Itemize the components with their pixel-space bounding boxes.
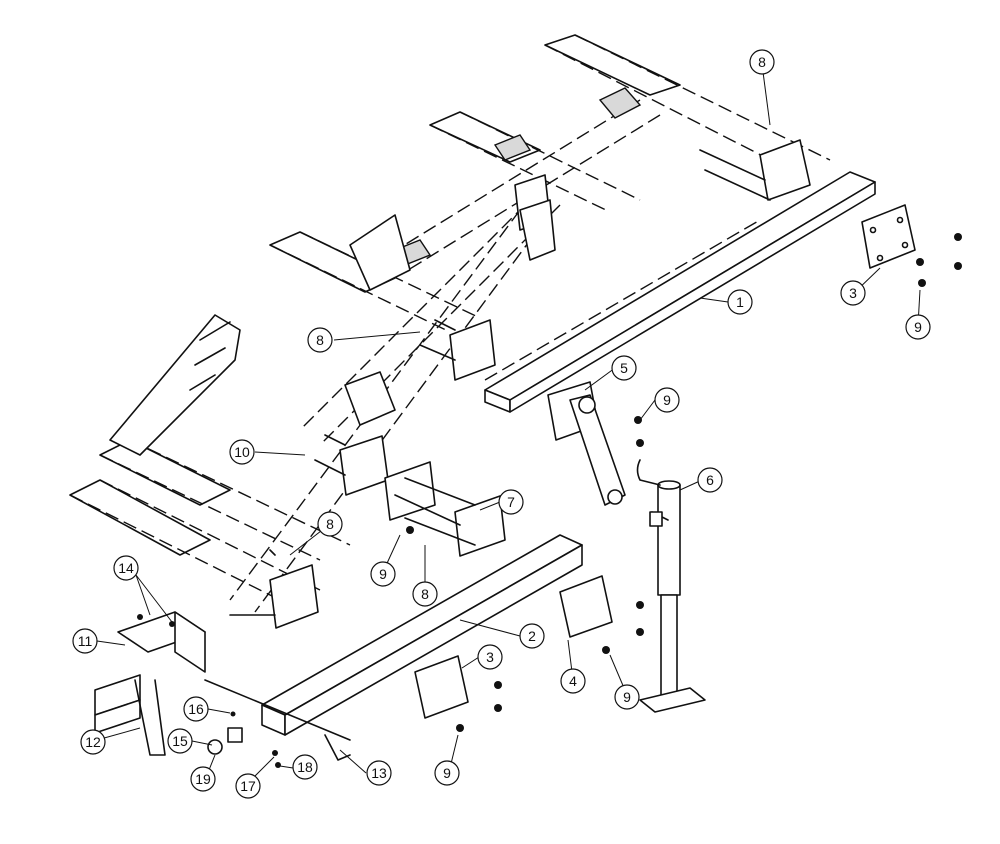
jack-stand-6 (636, 459, 706, 713)
callout-9-plate-4: 9 (614, 684, 640, 710)
callout-label: 12 (85, 734, 101, 750)
callout-label: 15 (172, 733, 188, 749)
callout-7: 7 (498, 489, 524, 515)
callout-14: 14 (113, 555, 139, 581)
callout-13: 13 (366, 760, 392, 786)
callout-5: 5 (611, 355, 637, 381)
callout-8-spacer: 8 (412, 581, 438, 607)
clamp-plate-3-lower (414, 655, 469, 719)
hex-nuts (406, 233, 962, 732)
callout-17: 17 (235, 773, 261, 799)
callout-12: 12 (80, 729, 106, 755)
callout-label: 8 (421, 586, 429, 602)
callout-10: 10 (229, 439, 255, 465)
callout-8-mid: 8 (307, 327, 333, 353)
callout-15: 15 (167, 728, 193, 754)
callout-2: 2 (519, 623, 545, 649)
callout-label: 3 (849, 285, 857, 301)
callout-label: 9 (443, 765, 451, 781)
callout-9-upper-right: 9 (905, 314, 931, 340)
mount-plates (229, 139, 811, 629)
callout-label: 9 (914, 319, 922, 335)
callout-19: 19 (190, 766, 216, 792)
callout-11: 11 (72, 628, 98, 654)
callout-label: 13 (371, 765, 387, 781)
callout-label: 8 (316, 332, 324, 348)
spacer-assembly-7 (384, 461, 506, 557)
callout-8-top: 8 (749, 49, 775, 75)
callout-3-upper: 3 (840, 280, 866, 306)
callout-18: 18 (292, 754, 318, 780)
callout-label: 2 (528, 628, 536, 644)
callout-label: 14 (118, 560, 134, 576)
callout-label: 3 (486, 649, 494, 665)
callout-9-lower-plate: 9 (434, 760, 460, 786)
jack-mount-5 (547, 381, 626, 506)
callout-1: 1 (727, 289, 753, 315)
callout-9-spacer: 9 (370, 561, 396, 587)
callout-label: 9 (663, 392, 671, 408)
callout-9-jack-mount: 9 (654, 387, 680, 413)
tube-2 (261, 534, 583, 736)
clamp-plate-3-upper (861, 204, 916, 269)
callout-label: 8 (758, 54, 766, 70)
callout-label: 6 (706, 472, 714, 488)
callout-label: 18 (297, 759, 313, 775)
callout-label: 10 (234, 444, 250, 460)
callout-label: 17 (240, 778, 256, 794)
callout-8-lower: 8 (317, 511, 343, 537)
toolbar-frame (69, 34, 831, 613)
callout-label: 9 (379, 566, 387, 582)
callout-16: 16 (183, 696, 209, 722)
hitch-assembly (94, 611, 351, 768)
callout-label: 5 (620, 360, 628, 376)
callout-label: 7 (507, 494, 515, 510)
callout-3-lower: 3 (477, 644, 503, 670)
callout-label: 19 (195, 771, 211, 787)
callout-label: 8 (326, 516, 334, 532)
callout-label: 11 (78, 633, 93, 649)
callout-label: 1 (736, 294, 744, 310)
clamp-plate-4 (559, 575, 613, 638)
callout-4: 4 (560, 668, 586, 694)
callout-label: 4 (569, 673, 577, 689)
callout-label: 16 (188, 701, 204, 717)
callout-label: 9 (623, 689, 631, 705)
tube-1 (484, 171, 876, 413)
callout-6: 6 (697, 467, 723, 493)
